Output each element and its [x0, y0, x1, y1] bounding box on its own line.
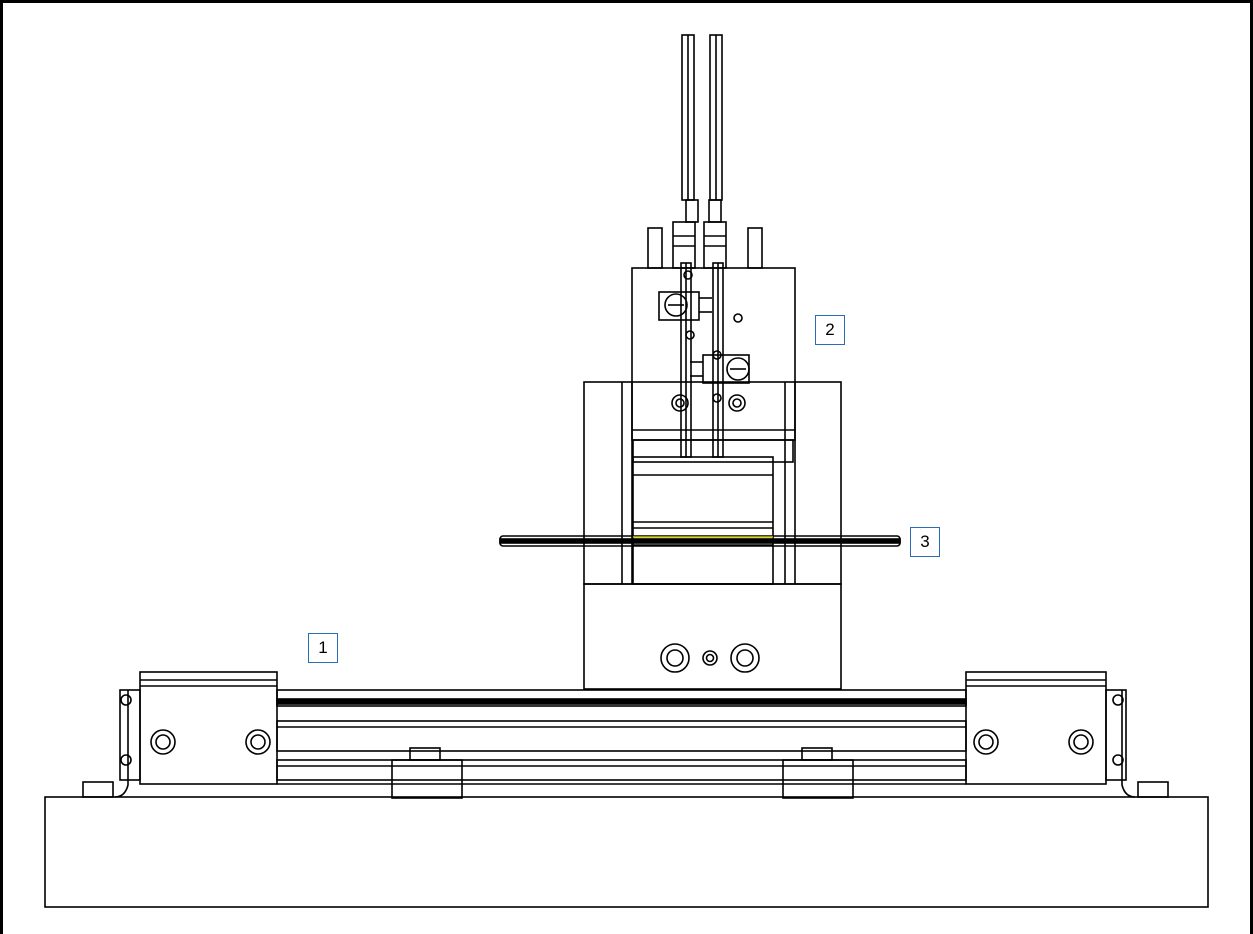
callout-label-3: 3: [910, 527, 940, 557]
callout-label-2: 2: [815, 315, 845, 345]
linear-rail-assembly: [82, 671, 1169, 799]
clamp-screw-lower: [690, 354, 750, 384]
rail-screws: [150, 729, 1094, 755]
base-block: [44, 796, 1209, 908]
holder-clamp-assembly: [583, 34, 842, 690]
sample-plate: [499, 535, 901, 547]
clamp-screw-upper: [658, 291, 712, 321]
callout-label-1: 1: [308, 633, 338, 663]
